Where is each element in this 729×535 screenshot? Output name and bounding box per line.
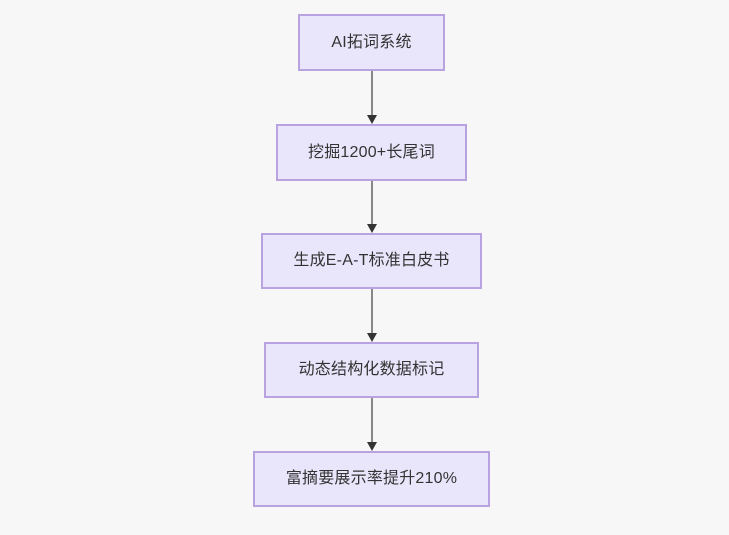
flow-node-generate-eat-whitepaper[interactable]: 生成E-A-T标准白皮书 (261, 233, 482, 289)
connector-node2-to-node3 (367, 181, 377, 233)
flow-node-label: AI拓词系统 (331, 33, 412, 51)
flow-node-ai-keyword-system[interactable]: AI拓词系统 (298, 14, 445, 71)
connector-node1-to-node2 (367, 71, 377, 124)
flow-node-label: 生成E-A-T标准白皮书 (293, 252, 450, 270)
flow-node-label: 动态结构化数据标记 (298, 361, 445, 379)
flow-node-label: 挖掘1200+长尾词 (308, 143, 435, 161)
flow-node-rich-snippet-impression-uplift[interactable]: 富摘要展示率提升210% (253, 451, 490, 507)
flow-node-label: 富摘要展示率提升210% (285, 470, 458, 488)
connector-node3-to-node4 (367, 289, 377, 342)
connector-node4-to-node5 (367, 398, 377, 451)
flow-node-mine-longtail-keywords[interactable]: 挖掘1200+长尾词 (276, 124, 467, 181)
flow-node-dynamic-structured-data-markup[interactable]: 动态结构化数据标记 (264, 342, 479, 398)
